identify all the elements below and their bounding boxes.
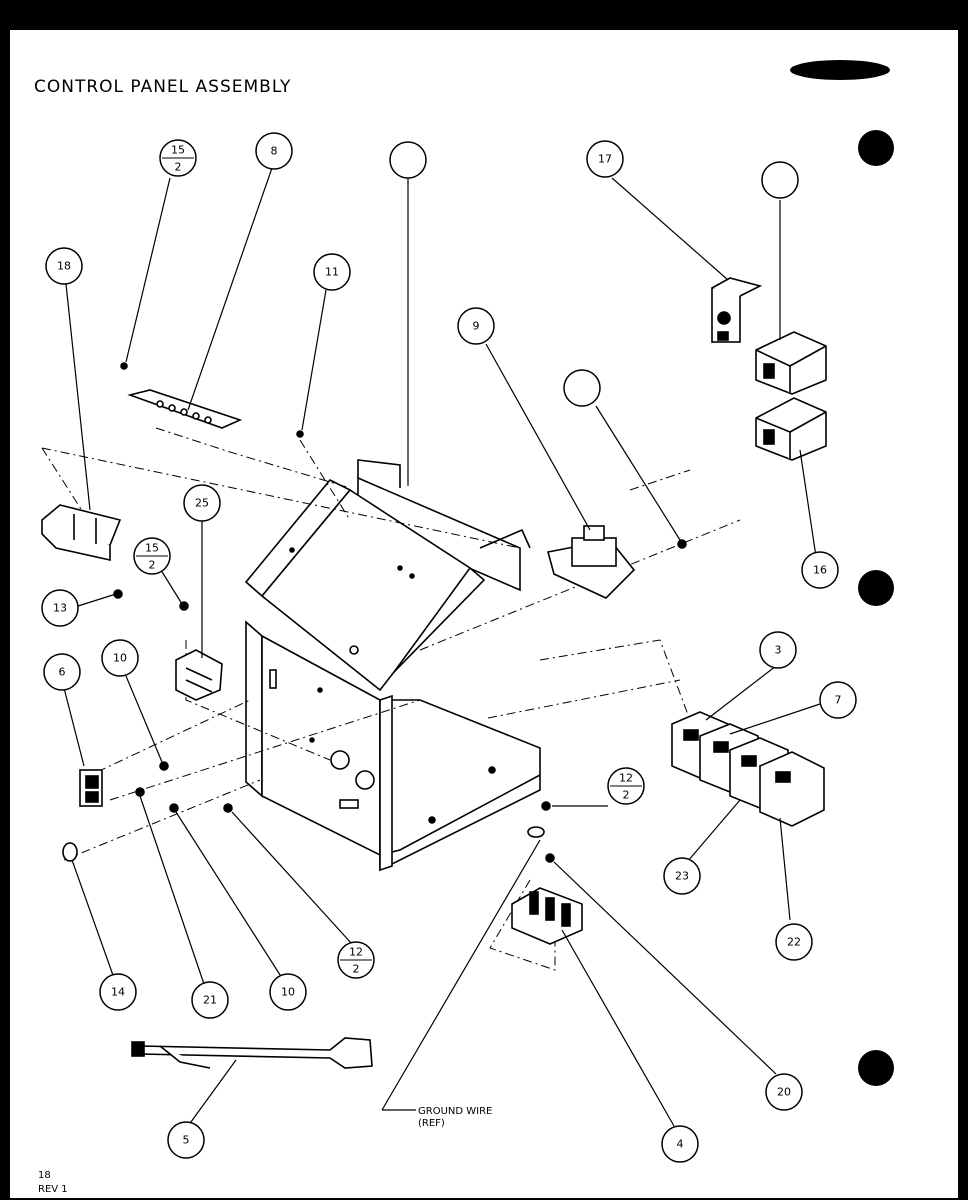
callout-10-top: 10 — [101, 639, 139, 677]
part-14-grommet — [62, 842, 78, 862]
components — [40, 277, 827, 1069]
callout-15-2-top-num: 15 — [171, 144, 185, 157]
callout-22: 22 — [775, 923, 813, 961]
callout-16: 16 — [801, 551, 839, 589]
callout-12-2-right-num: 12 — [619, 772, 633, 785]
binder-hole-middle — [858, 570, 894, 606]
ground-washer — [527, 826, 545, 838]
page-footer: 18 REV 1 — [38, 1170, 68, 1195]
callout-18-label: 18 — [57, 260, 71, 273]
assembly-leader-lines — [41, 427, 741, 971]
callout-12-2-right: 12 2 — [607, 767, 645, 805]
part-16-module — [755, 397, 827, 461]
part-10-screw-bottom — [169, 803, 179, 813]
callout-15-2-top: 15 2 — [159, 139, 197, 177]
callout-17-label: 17 — [598, 153, 612, 166]
ground-wire-callout: GROUND WIRE (REF) — [418, 1106, 492, 1129]
part-6-switch — [79, 769, 103, 807]
callout-12-2-bottom: 12 2 — [337, 941, 375, 979]
callout-23-label: 23 — [675, 870, 689, 883]
callout-4: 4 — [661, 1125, 699, 1163]
part-21-screw — [135, 787, 145, 797]
footer-revision: REV 1 — [38, 1184, 68, 1195]
callout-leaders — [63, 167, 821, 1127]
part-8-terminal-strip — [120, 362, 243, 429]
ground-wire-ref: (REF) — [418, 1118, 445, 1129]
callout-15-2-mid-num: 15 — [145, 542, 159, 555]
callout-25: 25 — [183, 484, 221, 522]
part-top-right-module — [755, 331, 827, 395]
part-12-2-screw — [541, 801, 551, 811]
callout-10-top-label: 10 — [113, 652, 127, 665]
callout-22-label: 22 — [787, 936, 801, 949]
callout-8-label: 8 — [271, 145, 278, 158]
callout-9-label: 9 — [473, 320, 480, 333]
callout-21: 21 — [191, 981, 229, 1019]
callout-14: 14 — [99, 973, 137, 1011]
callout-4-label: 4 — [677, 1138, 684, 1151]
part-13-screw — [113, 589, 123, 599]
callout-16-label: 16 — [813, 564, 827, 577]
callout-9: 9 — [457, 307, 495, 345]
switch-bank — [671, 711, 825, 827]
callout-blank-top — [389, 141, 427, 179]
ink-blot — [790, 60, 890, 80]
part-blank-screw — [677, 539, 687, 549]
part-12-screw — [223, 803, 233, 813]
callout-12-2-right-den: 2 — [623, 789, 630, 802]
callout-15-2-mid: 15 2 — [133, 537, 171, 575]
callout-20: 20 — [765, 1073, 803, 1111]
callout-25-label: 25 — [195, 497, 209, 510]
page-title: CONTROL PANEL ASSEMBLY — [34, 77, 292, 97]
callout-8: 8 — [255, 132, 293, 170]
callout-blank-tr — [761, 161, 799, 199]
binder-holes — [790, 60, 894, 1086]
part-17-switch — [711, 277, 763, 343]
callout-13-label: 13 — [53, 602, 67, 615]
callout-7: 7 — [819, 681, 857, 719]
callout-7-label: 7 — [835, 694, 842, 707]
callout-3-label: 3 — [775, 644, 782, 657]
callout-10-bottom-label: 10 — [281, 986, 295, 999]
callout-5-label: 5 — [183, 1134, 190, 1147]
chassis — [244, 459, 541, 872]
part-18-bracket — [40, 504, 122, 561]
callout-17: 17 — [586, 140, 624, 178]
callout-3: 3 — [759, 631, 797, 669]
callout-11-label: 11 — [325, 266, 339, 279]
callout-23: 23 — [663, 857, 701, 895]
drawing-sheet — [10, 30, 958, 1198]
callout-20-label: 20 — [777, 1086, 791, 1099]
callout-15-2-top-den: 2 — [175, 161, 182, 174]
callout-15-2-mid-den: 2 — [149, 559, 156, 572]
part-25-relay — [175, 649, 223, 701]
callout-14-label: 14 — [111, 986, 125, 999]
footer-page-number: 18 — [38, 1170, 51, 1181]
callouts: 15 2 8 17 18 11 9 — [41, 132, 857, 1163]
callout-11: 11 — [313, 253, 351, 291]
binder-hole-bottom — [858, 1050, 894, 1086]
part-4-terminal-block — [511, 887, 583, 945]
callout-10-bottom: 10 — [269, 973, 307, 1011]
callout-blank-mid — [563, 369, 601, 407]
callout-6-label: 6 — [59, 666, 66, 679]
callout-12-2-bottom-den: 2 — [353, 963, 360, 976]
part-11-screw — [296, 430, 304, 438]
callout-13: 13 — [41, 589, 79, 627]
callout-6: 6 — [43, 653, 81, 691]
callout-18: 18 — [45, 247, 83, 285]
part-5-wire-harness — [131, 1037, 373, 1069]
callout-5: 5 — [167, 1121, 205, 1159]
binder-hole-top — [858, 130, 894, 166]
callout-21-label: 21 — [203, 994, 217, 1007]
callout-12-2-bottom-num: 12 — [349, 946, 363, 959]
part-10-screw-top — [159, 761, 169, 771]
ground-wire-label: GROUND WIRE — [418, 1106, 492, 1117]
part-20-screw — [545, 853, 555, 863]
part-9-transformer — [547, 525, 636, 599]
